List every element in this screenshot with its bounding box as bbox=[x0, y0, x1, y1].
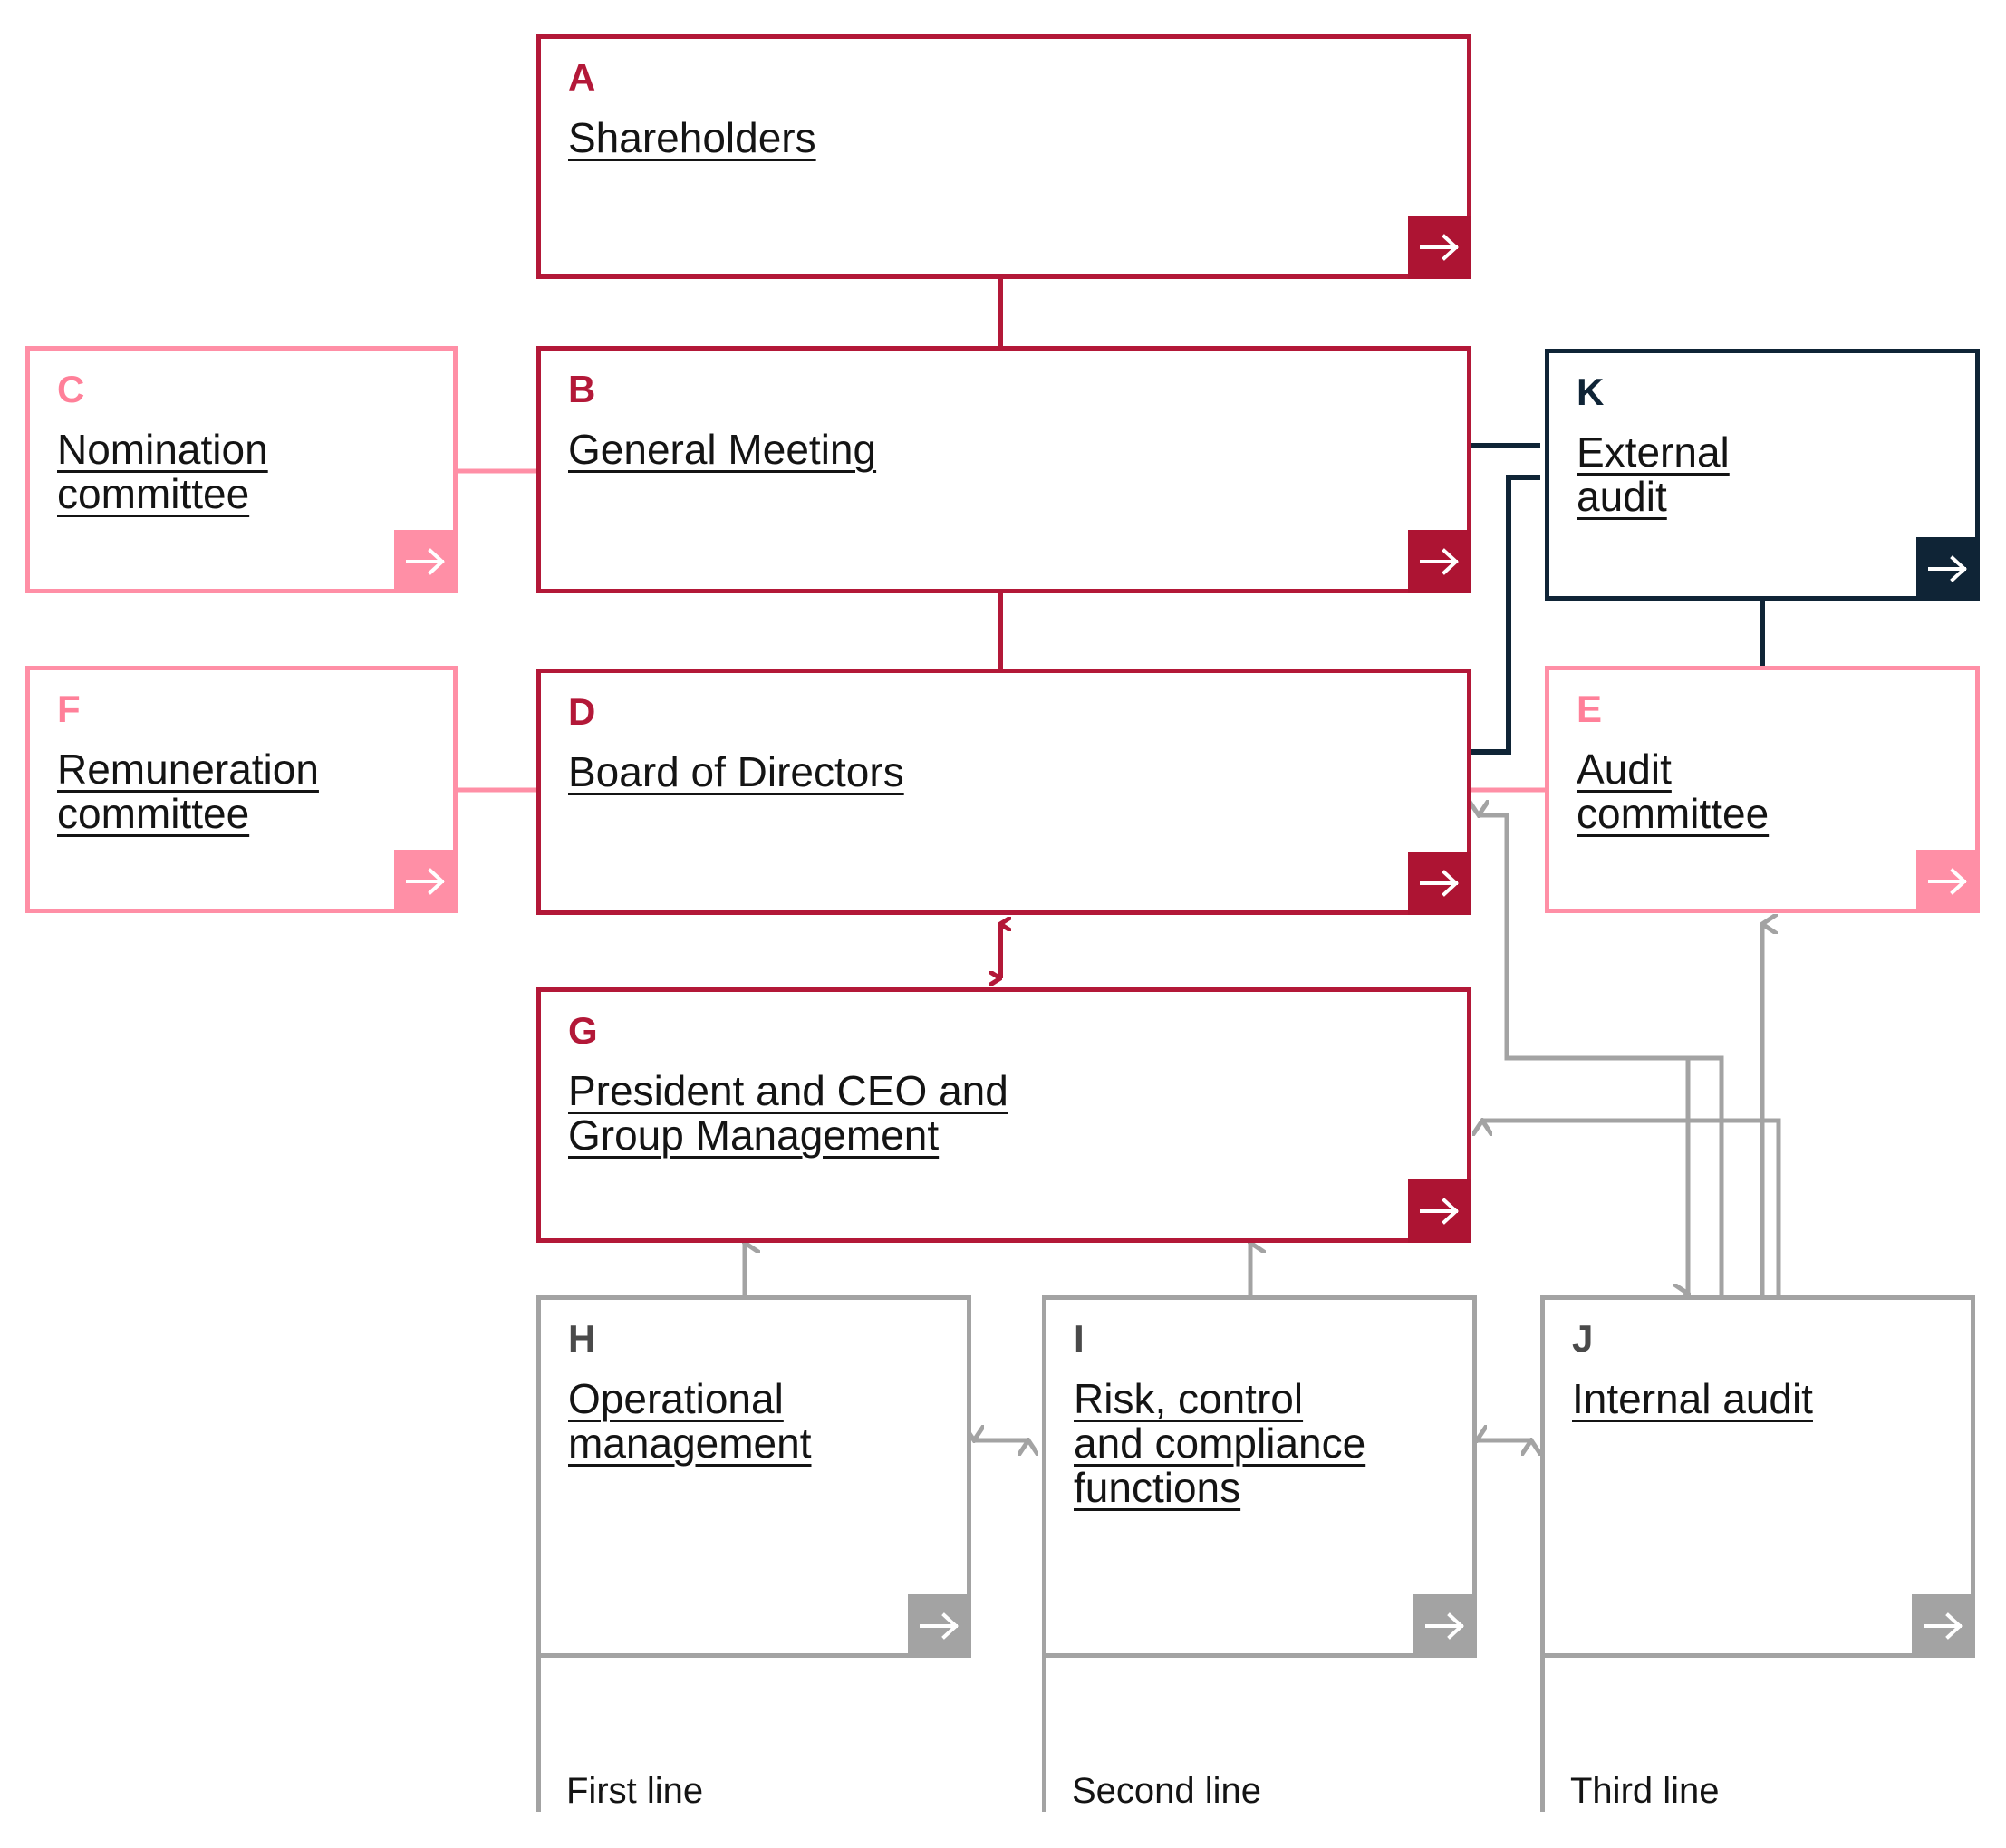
node-c-letter: C bbox=[57, 368, 85, 410]
wire-e-to-j bbox=[1507, 1055, 1688, 1294]
node-c-arrow-right-icon[interactable] bbox=[394, 530, 458, 593]
node-f-title: Remuneration committee bbox=[57, 746, 429, 838]
node-e-title: Audit committee bbox=[1577, 746, 1952, 838]
node-k-arrow-right-icon[interactable] bbox=[1916, 537, 1980, 601]
node-h-title-line1: Operational bbox=[568, 1375, 784, 1422]
node-k-title-line1: External bbox=[1577, 428, 1730, 476]
node-g-title-line2: Group Management bbox=[568, 1112, 940, 1160]
node-d-arrow-right-icon[interactable] bbox=[1408, 852, 1471, 915]
node-j-letter: J bbox=[1572, 1317, 1594, 1360]
node-j-title-line1: Internal audit bbox=[1572, 1375, 1813, 1422]
node-b-arrow-right-icon[interactable] bbox=[1408, 530, 1471, 593]
node-a-arrow-right-icon[interactable] bbox=[1408, 216, 1471, 279]
node-f-title-line2: committee bbox=[57, 790, 250, 838]
node-i-arrow-right-icon[interactable] bbox=[1413, 1594, 1477, 1658]
node-f-letter: F bbox=[57, 688, 81, 730]
node-d-letter: D bbox=[568, 690, 596, 733]
node-k-letter: K bbox=[1577, 371, 1605, 413]
node-a-title-line1: Shareholders bbox=[568, 114, 816, 161]
node-f-title-line1: Remuneration bbox=[57, 746, 319, 793]
node-b-letter: B bbox=[568, 368, 596, 410]
node-g-president-ceo-group-management[interactable]: G President and CEO and Group Management bbox=[536, 987, 1471, 1243]
node-a-letter: A bbox=[568, 56, 596, 99]
node-h-title: Operational management bbox=[568, 1375, 943, 1468]
node-f-remuneration-committee[interactable]: F Remuneration committee bbox=[25, 666, 458, 913]
node-h-title-line2: management bbox=[568, 1420, 812, 1468]
node-f-arrow-right-icon[interactable] bbox=[394, 850, 458, 913]
node-b-title: General Meeting bbox=[568, 426, 1443, 473]
lane-second-line-label: Second line bbox=[1072, 1771, 1262, 1811]
node-i-title: Risk, control and compliance functions bbox=[1074, 1375, 1449, 1512]
node-g-arrow-right-icon[interactable] bbox=[1408, 1179, 1471, 1243]
wire-k-to-d bbox=[1466, 475, 1540, 755]
node-g-title-line1: President and CEO and bbox=[568, 1067, 1008, 1114]
node-d-title: Board of Directors bbox=[568, 748, 1443, 795]
node-i-risk-control-compliance[interactable]: I Risk, control and compliance functions bbox=[1042, 1295, 1477, 1658]
node-g-letter: G bbox=[568, 1009, 598, 1052]
node-a-shareholders[interactable]: A Shareholders bbox=[536, 34, 1471, 279]
node-k-external-audit[interactable]: K External audit bbox=[1545, 349, 1980, 601]
node-g-title: President and CEO and Group Management bbox=[568, 1067, 1443, 1160]
node-j-arrow-right-icon[interactable] bbox=[1912, 1594, 1975, 1658]
node-d-board-of-directors[interactable]: D Board of Directors bbox=[536, 669, 1471, 915]
node-i-title-line2: and compliance bbox=[1074, 1420, 1366, 1468]
node-c-title: Nomination committee bbox=[57, 426, 429, 518]
lane-first-line-label: First line bbox=[566, 1771, 704, 1811]
node-h-arrow-right-icon[interactable] bbox=[908, 1594, 971, 1658]
node-c-title-line1: Nomination bbox=[57, 426, 268, 473]
node-h-operational-management[interactable]: H Operational management bbox=[536, 1295, 971, 1658]
node-k-title: External audit bbox=[1577, 428, 1952, 521]
node-i-title-line1: Risk, control bbox=[1074, 1375, 1304, 1422]
node-e-title-line2: committee bbox=[1577, 790, 1770, 838]
node-e-title-line1: Audit bbox=[1577, 746, 1672, 793]
node-k-title-line2: audit bbox=[1577, 473, 1667, 521]
lane-third-line-label: Third line bbox=[1570, 1771, 1720, 1811]
node-b-general-meeting[interactable]: B General Meeting bbox=[536, 346, 1471, 593]
node-j-internal-audit[interactable]: J Internal audit bbox=[1540, 1295, 1975, 1658]
node-j-title: Internal audit bbox=[1572, 1375, 1947, 1422]
wire-j-to-g bbox=[1482, 1121, 1781, 1297]
node-i-letter: I bbox=[1074, 1317, 1085, 1360]
node-d-title-line1: Board of Directors bbox=[568, 748, 904, 795]
node-c-nomination-committee[interactable]: C Nomination committee bbox=[25, 346, 458, 593]
node-b-title-line1: General Meeting bbox=[568, 426, 877, 473]
node-i-title-line3: functions bbox=[1074, 1464, 1241, 1512]
node-h-letter: H bbox=[568, 1317, 596, 1360]
node-e-audit-committee[interactable]: E Audit committee bbox=[1545, 666, 1980, 913]
node-a-title: Shareholders bbox=[568, 114, 1443, 161]
node-c-title-line2: committee bbox=[57, 470, 250, 518]
node-e-letter: E bbox=[1577, 688, 1603, 730]
node-e-arrow-right-icon[interactable] bbox=[1916, 850, 1980, 913]
